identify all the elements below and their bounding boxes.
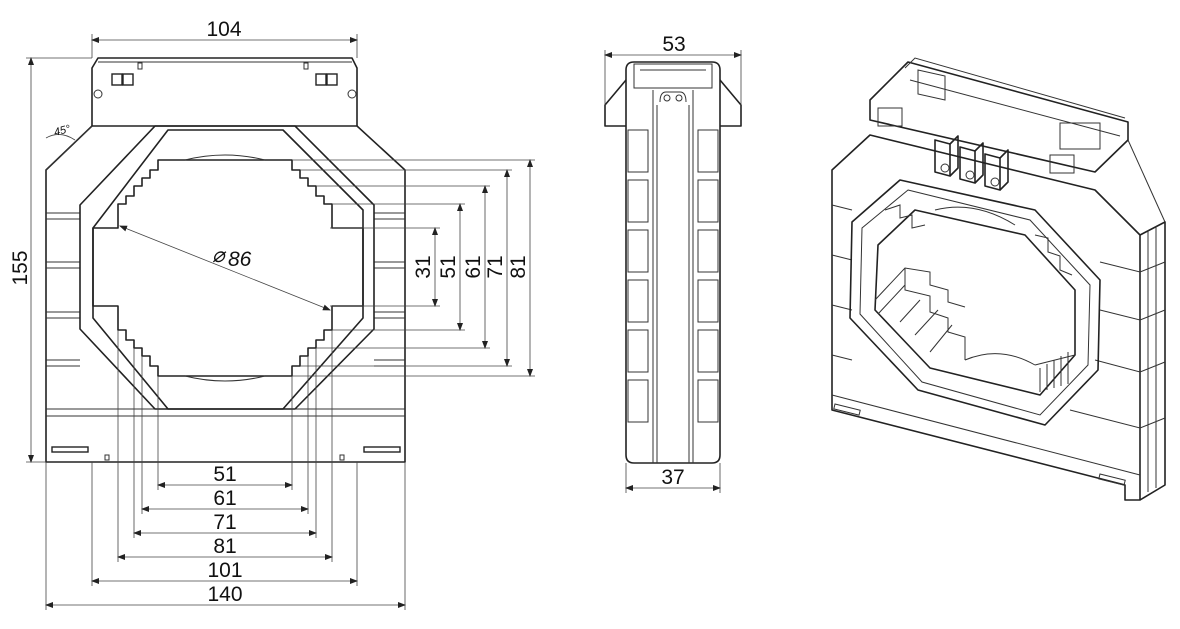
bracket-slot-left-b (122, 73, 134, 86)
dim-bottom-71: 71 (213, 511, 236, 534)
iso-inner-window (874, 209, 1076, 396)
bracket-slot-left-a (111, 73, 123, 86)
bracket-slot-right-b (326, 73, 338, 86)
dim-side-top: 53 (662, 33, 685, 56)
bracket-slot-right-a (315, 73, 327, 86)
iso-octagon-outer (849, 179, 1101, 426)
dim-height: 155 (9, 250, 32, 285)
body-ribs (46, 212, 405, 417)
right-dimensions: 31 51 61 71 81 (292, 159, 535, 377)
dim-right-51: 51 (437, 255, 460, 278)
bottom-slot-left (51, 446, 89, 453)
dim-right-71: 71 (484, 255, 507, 278)
iso-top-bracket (869, 61, 1129, 173)
dim-right-61: 61 (462, 255, 485, 278)
side-outline (625, 61, 721, 464)
dim-right-81: 81 (507, 255, 530, 278)
bottom-slot-right (363, 446, 401, 453)
isometric-view (831, 57, 1166, 501)
side-flange-left (604, 79, 627, 127)
angle-label: 45° (53, 123, 73, 139)
dim-bottom-101: 101 (207, 559, 242, 582)
dim-bottom-81: 81 (213, 535, 236, 558)
iso-right-fins (1039, 352, 1069, 392)
top-mounting-bracket (91, 57, 358, 126)
dim-bottom-61: 61 (213, 487, 236, 510)
side-view: 53 37 (604, 33, 742, 493)
side-ribs (627, 129, 719, 423)
diameter-line (119, 225, 331, 311)
dim-right-31: 31 (412, 255, 435, 278)
iso-ribs (831, 204, 1166, 492)
front-view: ⌀ 86 104 155 45° 31 51 61 (9, 18, 535, 610)
dim-width-top: 104 (206, 18, 241, 41)
diameter-symbol: ⌀ (212, 244, 227, 267)
dim-bottom-140: 140 (207, 583, 242, 606)
bottom-dimensions: 51 61 71 81 101 140 (45, 330, 406, 610)
diameter-label: 86 (228, 248, 252, 271)
dim-side-bottom: 37 (661, 466, 684, 489)
iso-body (831, 134, 1141, 501)
ct-body-outline (45, 125, 406, 463)
iso-terminals (934, 135, 1009, 191)
dim-bottom-51: 51 (213, 463, 236, 486)
side-flange-right (719, 79, 742, 127)
octagon-outer (79, 125, 375, 410)
